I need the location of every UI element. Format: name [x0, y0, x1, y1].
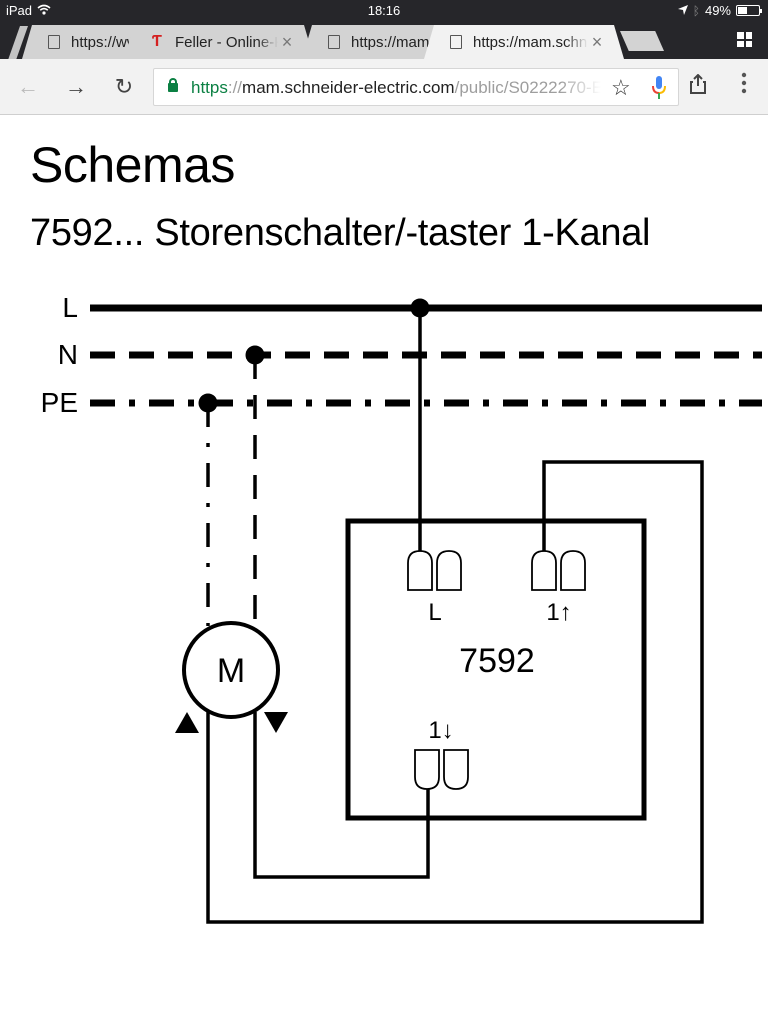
page-icon [450, 35, 462, 49]
url-path: /public/S0222270-E1- [454, 78, 601, 97]
location-icon [677, 3, 688, 18]
reload-button[interactable]: ↻ [114, 74, 134, 99]
terminal-down [414, 749, 469, 790]
battery-fill [738, 7, 747, 14]
url-separator: :// [227, 78, 243, 97]
lock-icon [168, 78, 178, 92]
tab-2[interactable]: Ƭ Feller - Online-Katalog × [124, 25, 314, 59]
bus-label-pe: PE [41, 387, 78, 418]
wifi-icon [37, 3, 51, 18]
battery-icon [736, 5, 762, 16]
close-tab-icon[interactable]: × [281, 31, 293, 52]
address-bar[interactable]: https://mam.schneider-electric.com/publi… [153, 68, 679, 106]
tab-switcher-icon[interactable] [737, 32, 752, 47]
page-icon [328, 35, 340, 49]
bluetooth-icon: ᛒ [692, 3, 700, 18]
arrow-down-icon [264, 712, 288, 733]
bookmark-star-icon[interactable]: ☆ [611, 75, 631, 100]
terminal-label-l: L [428, 599, 441, 626]
close-tab-icon[interactable]: × [591, 31, 603, 52]
microphone-icon[interactable] [651, 75, 667, 101]
wire-output-up [206, 460, 704, 924]
wiring-diagram: L N PE L 1↑ [41, 292, 762, 924]
url-text[interactable]: https://mam.schneider-electric.com/publi… [191, 78, 601, 98]
device-box-7592 [345, 518, 647, 821]
motor-label: M [217, 652, 245, 690]
terminal-l [407, 550, 462, 591]
clock: 18:16 [367, 3, 401, 18]
motor-symbol [182, 621, 280, 719]
menu-icon[interactable] [738, 72, 750, 94]
terminal-label-up: 1↑ [546, 599, 571, 626]
terminal-label-down: 1↓ [428, 717, 453, 744]
wire-output-down [253, 712, 430, 879]
back-button[interactable]: ← [17, 74, 39, 99]
browser-toolbar: ← → ↻ https://mam.schneider-electric.com… [0, 59, 768, 115]
tab-title: Feller - Online-Katalog [175, 33, 275, 51]
tab-title: https://mam.schneider [473, 33, 588, 51]
tab-title: https://mam.schneider [351, 33, 434, 51]
schema-title: 7592... Storenschalter/-taster 1-Kanal [30, 212, 651, 254]
bus-label-n: N [58, 339, 78, 370]
new-tab-button[interactable] [620, 31, 664, 51]
feller-logo-icon: Ƭ [152, 33, 162, 50]
page-icon [48, 35, 60, 49]
device-label: 7592 [459, 642, 535, 680]
bus-label-l: L [62, 292, 78, 323]
url-scheme: https [191, 78, 228, 97]
tab-4-active[interactable]: https://mam.schneider × [424, 25, 624, 59]
terminal-up [531, 550, 586, 591]
share-icon[interactable] [690, 73, 706, 100]
device-name: iPad [6, 3, 33, 18]
battery-percent: 49% [704, 3, 731, 18]
status-bar: iPad 18:16 ᛒ 49% [0, 0, 768, 22]
tab-strip: https://www. Ƭ Feller - Online-Katalog ×… [0, 22, 768, 60]
forward-button[interactable]: → [65, 74, 87, 99]
url-host: mam.schneider-electric.com [242, 78, 455, 97]
page-title: Schemas [30, 137, 235, 193]
page-content: Schemas 7592... Storenschalter/-taster 1… [0, 116, 768, 1024]
arrow-up-icon [175, 712, 199, 733]
